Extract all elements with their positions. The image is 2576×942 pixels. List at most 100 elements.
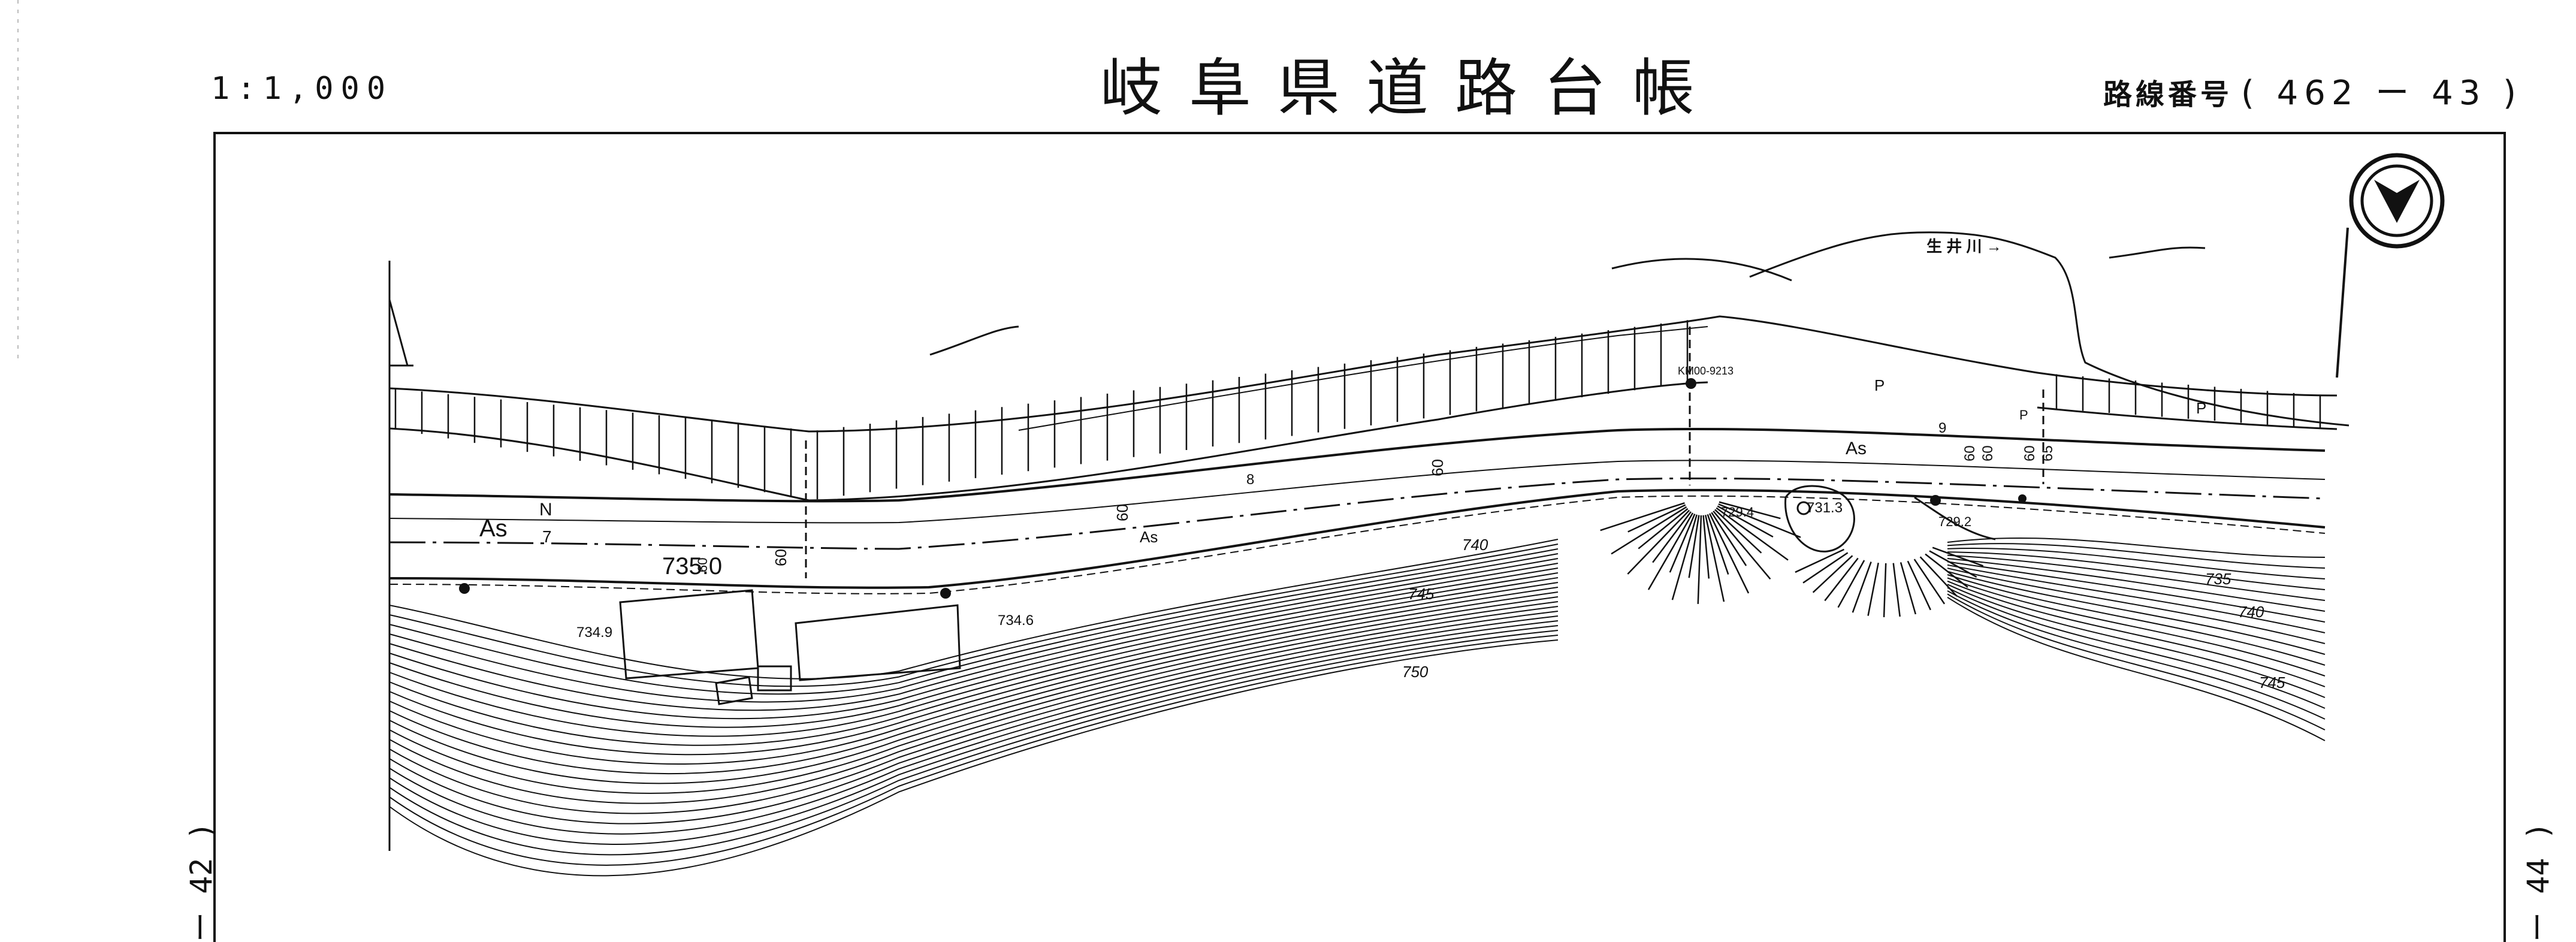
mark-9: 9 [1938, 420, 1946, 436]
fan-hatch-tick [1713, 511, 1771, 580]
elev-735-0: 735.0 [662, 553, 722, 579]
fan-hatch-tick [1824, 557, 1859, 602]
contour-line [1947, 587, 2326, 709]
fan-hatch-tick [1812, 555, 1853, 593]
fan-hatch-tick [1714, 509, 1762, 554]
fan-hatch-tick [1627, 504, 1686, 533]
fan-hatch-tick [1702, 515, 1710, 579]
contour-line [389, 558, 1559, 711]
width-8: 60 [695, 558, 710, 572]
contour-line [1947, 564, 2326, 633]
contour-line [1947, 567, 2326, 644]
contour-line [389, 639, 1559, 877]
fan-hatch-tick [1638, 508, 1689, 550]
fan-hatch-tick [1611, 506, 1687, 555]
contour-line [389, 591, 1559, 775]
contour-line [1947, 593, 2326, 730]
fan-hatch-tick [1652, 511, 1692, 563]
label-as-3: As [1846, 439, 1867, 458]
contour-750: 750 [1402, 663, 1429, 681]
width-5: 60 [1980, 445, 1996, 461]
contour-line [1947, 574, 2326, 666]
contour-line [389, 572, 1559, 737]
elev-734-9: 734.9 [576, 624, 612, 641]
contour-line [1947, 558, 2326, 612]
contour-line [389, 625, 1559, 845]
contour-line [389, 567, 1559, 728]
contour-lines [389, 538, 2326, 877]
fan-hatch-tick [1867, 563, 1879, 616]
contour-line [389, 620, 1559, 835]
contour-740-b: 740 [2238, 603, 2264, 621]
contour-line [389, 630, 1559, 856]
contour-740-a: 740 [1462, 536, 1488, 554]
contour-line [389, 635, 1559, 866]
contour-line [1947, 596, 2326, 741]
fan-hatch-tick [1913, 558, 1946, 605]
knoll [1784, 485, 1996, 552]
contour-line [389, 548, 1559, 695]
fan-hatch-tick [1711, 512, 1747, 566]
contour-line [1947, 543, 2326, 569]
width-7: 65 [2040, 445, 2056, 461]
contour-line [1947, 577, 2326, 677]
contour-line [1947, 538, 2326, 558]
river: 生 井 川 → [929, 231, 2349, 427]
upper-slope [389, 315, 2338, 502]
width-2: 60 [1113, 504, 1131, 521]
fan-hatch-tick [1671, 514, 1698, 600]
contour-line [389, 606, 1559, 804]
elev-731-3: 731.3 [1807, 500, 1843, 516]
fan-hatch-tick [1719, 501, 1781, 520]
fan-hatch-tick [1709, 513, 1750, 594]
label-as-1: As [479, 515, 508, 542]
elev-734-6: 734.6 [998, 612, 1034, 629]
culvert-fan [1600, 501, 1984, 617]
contour-line [1947, 590, 2326, 720]
mark-p-1: P [1874, 376, 1885, 394]
contour-line [1947, 561, 2326, 623]
fan-hatch-tick [1627, 509, 1690, 575]
width-3: 60 [1429, 459, 1446, 476]
fan-hatch-tick [1688, 515, 1700, 578]
contour-line [389, 582, 1559, 756]
route-number-value: ( 462 ー 43 ) [2240, 74, 2522, 113]
fan-hatch-tick [1705, 515, 1725, 602]
contour-745-a: 745 [1408, 585, 1435, 603]
contour-line [1947, 554, 2326, 601]
contour-line [389, 563, 1559, 720]
contour-line [1947, 584, 2326, 698]
contour-line [389, 611, 1559, 814]
fan-hatch-tick [1802, 552, 1849, 584]
road [389, 327, 2326, 594]
contour-line [1947, 580, 2326, 687]
fan-hatch-tick [1669, 514, 1696, 573]
north-arrow-icon [2336, 153, 2445, 378]
contour-line [1947, 570, 2326, 655]
label-as-2: As [1140, 528, 1158, 546]
map-labels: As As As N 7 8 9 P P P 735.0 734.9 734.6… [479, 365, 2285, 692]
fan-hatch-tick [1600, 502, 1685, 532]
fan-hatch-tick [1718, 503, 1801, 538]
fan-hatch-tick [1919, 556, 1958, 597]
fan-hatch-tick [1929, 550, 1977, 578]
fan-hatch-tick [1795, 548, 1845, 573]
elev-729-4: 729.4 [1721, 505, 1754, 520]
fan-hatch-tick [1883, 563, 1887, 617]
contour-line [389, 587, 1559, 765]
contour-line [389, 553, 1559, 703]
width-6: 60 [2022, 445, 2038, 461]
mark-8: 8 [1246, 472, 1254, 488]
survey-points [459, 378, 2027, 599]
benchmark-label: KM00-9213 [1678, 365, 1734, 377]
fan-hatch-tick [1932, 547, 1984, 567]
map-frame [17, 0, 2506, 942]
contour-line [389, 596, 1559, 784]
width-4: 60 [1962, 445, 1978, 461]
contour-line [389, 539, 1559, 680]
fan-hatch-tick [1697, 515, 1702, 604]
page-title: 岐阜県道路台帳 [1100, 52, 1722, 125]
route-number: 路線番号( 462 ー 43 ) [2103, 66, 2522, 114]
left-boundary [388, 261, 413, 851]
